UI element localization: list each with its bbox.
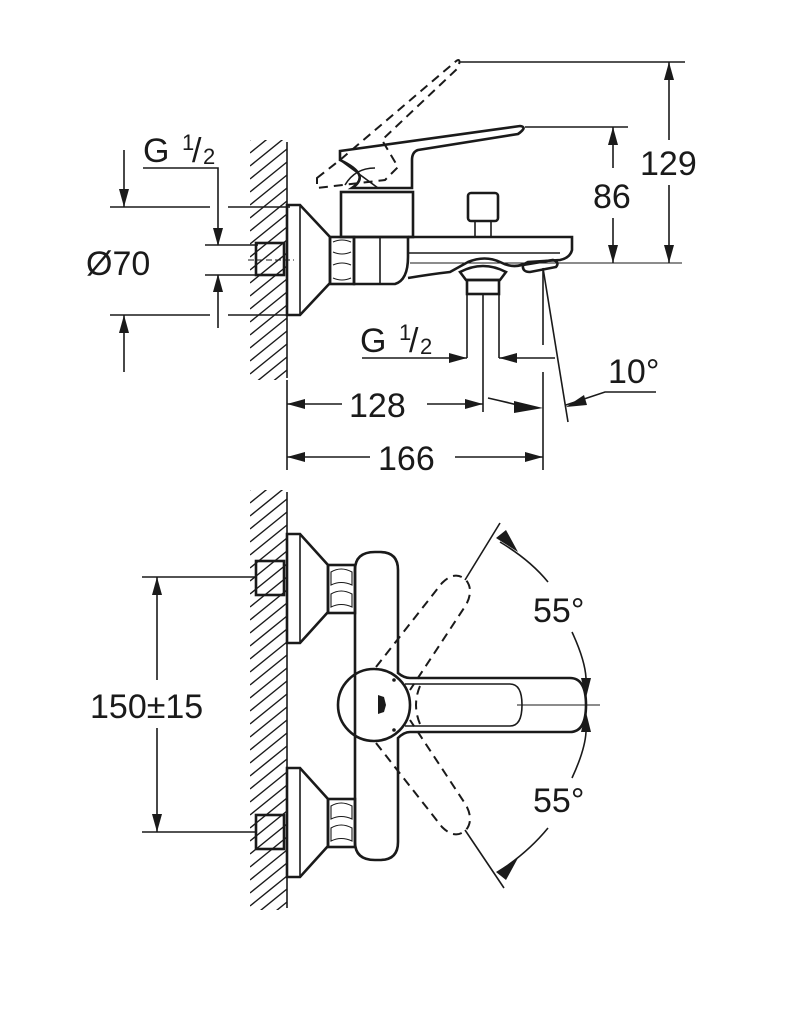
hatch-line	[250, 836, 288, 868]
hatch-line	[250, 498, 288, 530]
svg-text:/: /	[409, 322, 419, 360]
outlet-connection	[465, 278, 501, 296]
hatch-line	[250, 200, 288, 232]
hatch-line	[250, 915, 287, 945]
dim-thread-inlet: G 1 / 2	[143, 130, 258, 328]
hatch-line	[250, 278, 288, 310]
lever-angle-down-label: 55°	[533, 782, 584, 820]
hatch-line	[259, 888, 288, 910]
hatch-line	[250, 680, 288, 712]
svg-text:1: 1	[399, 320, 411, 345]
hatch-line	[250, 148, 288, 180]
depth-total-label: 166	[378, 440, 435, 478]
angle-spout-label: 10°	[608, 353, 659, 391]
hatch-line	[250, 490, 252, 491]
hatch-line	[250, 511, 288, 543]
hatch-line	[250, 343, 288, 375]
inlet-spacing-label: 150±15	[90, 688, 203, 726]
hatch-line	[257, 356, 288, 380]
dim-inlet-spacing: 150±15	[90, 576, 256, 833]
lever-rotated-up	[375, 574, 471, 691]
hatch-line	[250, 706, 288, 738]
hatch-line	[250, 174, 288, 206]
wall-hatch-bottom	[250, 490, 288, 945]
hatch-line	[250, 140, 284, 167]
hex-nut	[328, 235, 356, 286]
lever-hub	[336, 667, 412, 743]
hatch-line	[250, 849, 288, 881]
cartridge-housing	[339, 190, 415, 239]
top-view: 150±15 55° 55°	[90, 490, 600, 945]
height-lever-label: 86	[593, 178, 631, 216]
hatch-line	[250, 719, 288, 751]
diverter-knob	[466, 191, 500, 223]
hatch-line	[250, 490, 268, 504]
hatch-line	[250, 654, 288, 686]
hatch-line	[250, 862, 288, 894]
hatch-line	[250, 490, 284, 517]
lever-raised-position	[316, 59, 461, 190]
dim-height-lever: 86	[525, 126, 631, 263]
hatch-line	[250, 641, 288, 673]
hatch-line	[250, 784, 288, 816]
height-total-label: 129	[640, 145, 697, 183]
hatch-line	[273, 369, 288, 380]
lever-top	[405, 683, 523, 727]
hatch-line	[250, 317, 288, 349]
upper-inlet	[254, 532, 357, 645]
dim-diameter: Ø70	[86, 150, 290, 372]
svg-text:2: 2	[420, 334, 432, 359]
hatch-line	[250, 383, 287, 413]
hatch-line	[250, 693, 288, 725]
hatch-line	[250, 758, 288, 790]
indicator-mark	[378, 695, 386, 714]
hatch-line	[250, 330, 288, 362]
hatch-line	[250, 213, 288, 245]
side-view: G 1 / 2 Ø70	[86, 59, 697, 478]
wall-hatch-top	[250, 140, 288, 413]
hatch-line	[250, 667, 288, 699]
hatch-line	[250, 875, 288, 907]
hatch-line	[250, 576, 288, 608]
hatch-line	[250, 745, 288, 777]
hatch-line	[250, 524, 288, 556]
hatch-line	[250, 615, 288, 647]
hatch-line	[276, 901, 288, 910]
dim-lever-angle-up: 55°	[464, 522, 591, 698]
lever-rotated-down	[375, 719, 471, 836]
hatch-line	[250, 732, 288, 764]
dim-angle-spout: 10°	[487, 267, 659, 423]
hatch-line	[250, 304, 288, 336]
hatch-line	[250, 602, 288, 634]
spout	[407, 235, 574, 280]
dim-lever-angle-down: 55°	[464, 712, 591, 889]
dim-depth-outlet: 128	[286, 372, 544, 470]
mixer-body	[352, 235, 410, 286]
dim-depth-total: 166	[287, 440, 543, 478]
dim-height-total: 129	[460, 61, 697, 263]
aerator	[521, 258, 559, 274]
thread-outlet-prefix: G	[360, 322, 386, 360]
hatch-line	[250, 187, 288, 219]
svg-text:/: /	[192, 132, 202, 170]
hatch-line	[250, 771, 288, 803]
dim-thread-outlet: G 1 / 2	[360, 320, 555, 363]
hatch-line	[250, 628, 288, 660]
inlet-pipe	[254, 241, 286, 277]
hatch-line	[250, 252, 288, 284]
lever-angle-up-label: 55°	[533, 592, 584, 630]
thread-inlet-prefix: G	[143, 132, 169, 170]
hatch-line	[250, 161, 288, 193]
hatch-line	[250, 140, 252, 141]
hatch-line	[250, 265, 288, 297]
diameter-label: Ø70	[86, 245, 150, 283]
hatch-line	[250, 291, 288, 323]
depth-outlet-label: 128	[349, 387, 406, 425]
hatch-line	[250, 140, 268, 154]
svg-text:1: 1	[182, 130, 194, 155]
svg-text:2: 2	[203, 144, 215, 169]
